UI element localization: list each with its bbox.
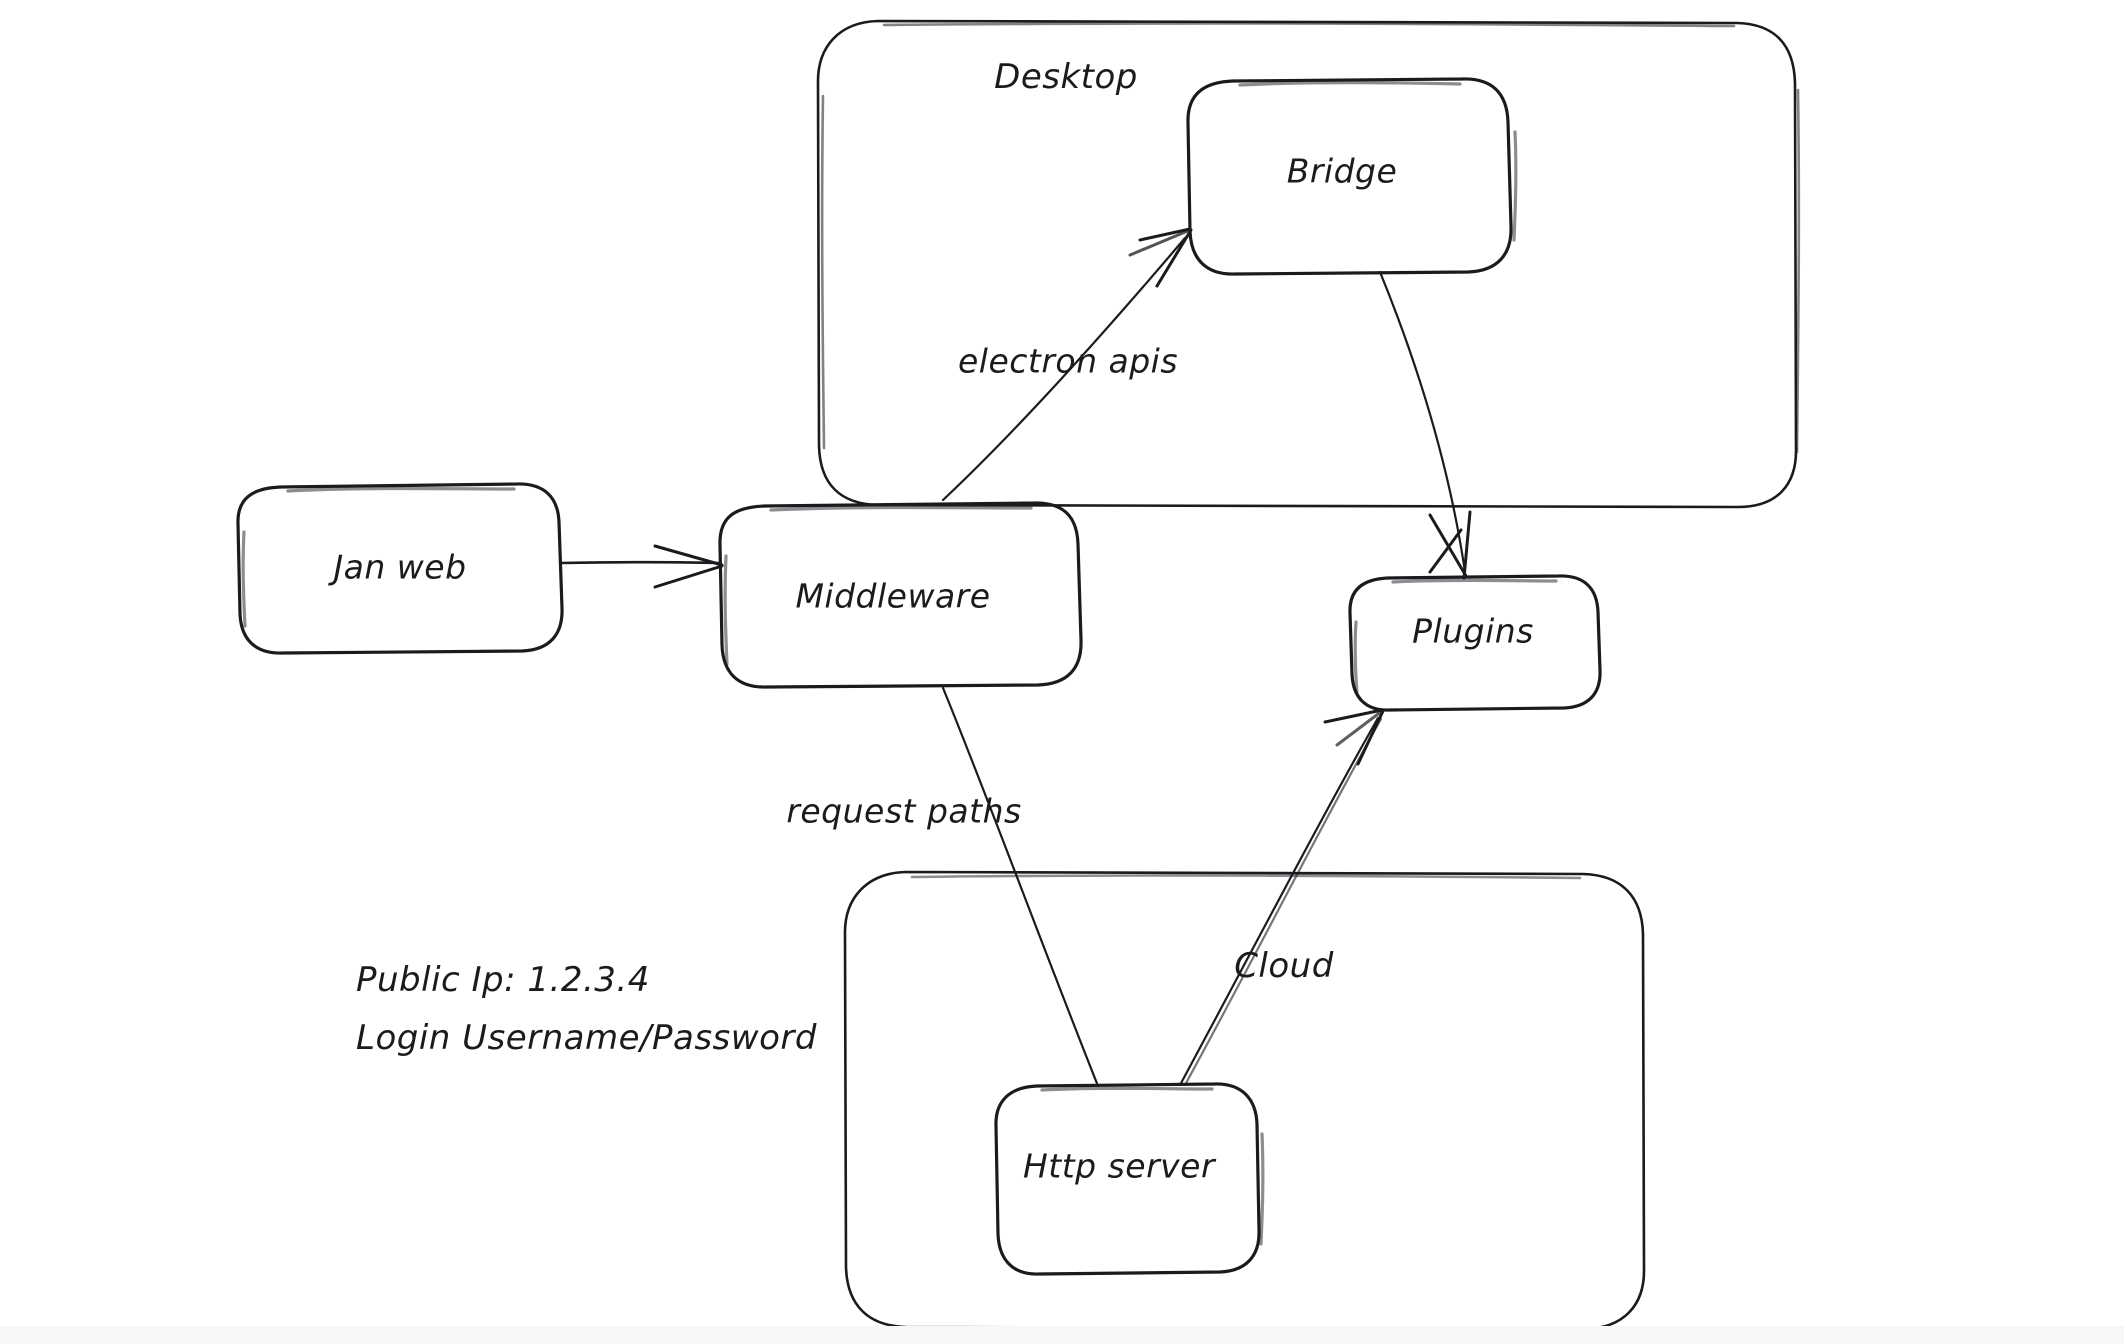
node-bridge-shape[interactable] <box>1186 77 1518 276</box>
node-http-server-shape[interactable] <box>994 1082 1265 1276</box>
group-desktop-frame[interactable] <box>816 19 1801 509</box>
node-label-jan-web: Jan web <box>333 547 467 587</box>
edge-label-request-paths: request paths <box>786 791 1022 831</box>
node-label-bridge: Bridge <box>1286 151 1398 191</box>
group-label-cloud: Cloud <box>1234 945 1334 986</box>
edge-middleware-to-bridge[interactable] <box>941 227 1193 502</box>
edge-janweb-to-middleware[interactable] <box>559 544 724 589</box>
edge-bridge-to-plugins[interactable] <box>1378 270 1472 580</box>
bottom-edge-band <box>0 1326 2124 1344</box>
node-jan-web-shape[interactable] <box>236 482 564 655</box>
edge-label-electron-apis: electron apis <box>957 341 1179 381</box>
group-cloud-frame[interactable] <box>843 870 1646 1331</box>
node-label-http-server: Http server <box>1022 1146 1216 1186</box>
note-public-ip: Public Ip: 1.2.3.4 <box>356 960 650 1000</box>
node-label-middleware: Middleware <box>795 576 991 616</box>
node-middleware-shape[interactable] <box>718 501 1083 689</box>
note-login-credentials: Login Username/Password <box>356 1018 817 1058</box>
group-label-desktop: Desktop <box>994 56 1138 97</box>
edge-httpserver-to-plugins[interactable] <box>1178 708 1385 1087</box>
node-label-plugins: Plugins <box>1412 611 1534 651</box>
node-plugins-shape[interactable] <box>1348 574 1602 712</box>
edge-middleware-to-httpserver[interactable] <box>941 686 1100 1088</box>
